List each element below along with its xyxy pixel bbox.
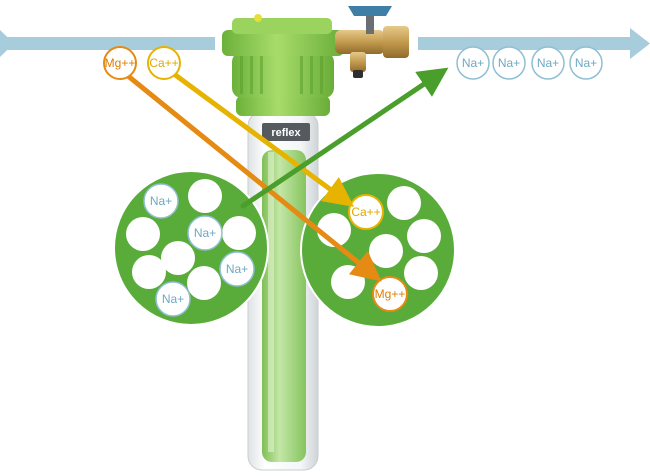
- left-ion-2: Na+: [219, 251, 255, 287]
- outgoing-ion-2: Na+: [531, 46, 565, 80]
- right-ion-ca: Ca++: [348, 194, 384, 230]
- filter-unit: [222, 6, 409, 471]
- resin-bead-right: Ca++ Mg++: [300, 172, 456, 328]
- svg-text:Mg++: Mg++: [375, 287, 406, 301]
- brand-logo: reflex: [262, 123, 310, 141]
- svg-text:Na+: Na+: [226, 262, 248, 276]
- resin-bead-left: Na+ Na+ Na+ Na+: [113, 170, 269, 326]
- brand-logo-text: reflex: [271, 127, 301, 139]
- left-ion-0: Na+: [143, 183, 179, 219]
- outgoing-ion-1: Na+: [492, 46, 526, 80]
- incoming-ion-ca: Ca++: [147, 46, 181, 80]
- svg-text:Na+: Na+: [498, 56, 520, 70]
- svg-text:Na+: Na+: [537, 56, 559, 70]
- svg-text:Ca++: Ca++: [351, 205, 380, 219]
- right-ion-mg: Mg++: [372, 276, 408, 312]
- mg-capture-arrow: [125, 73, 382, 282]
- outgoing-ion-3: Na+: [569, 46, 603, 80]
- svg-text:Ca++: Ca++: [149, 56, 178, 70]
- ca-capture-arrow: [171, 71, 355, 207]
- svg-text:Na+: Na+: [575, 56, 597, 70]
- svg-text:Mg++: Mg++: [105, 56, 136, 70]
- svg-text:Na+: Na+: [462, 56, 484, 70]
- svg-text:Na+: Na+: [194, 226, 216, 240]
- svg-text:Na+: Na+: [162, 292, 184, 306]
- na-release-arrow: [240, 67, 449, 209]
- svg-text:Na+: Na+: [150, 194, 172, 208]
- left-ion-1: Na+: [187, 215, 223, 251]
- left-ion-3: Na+: [155, 281, 191, 317]
- incoming-ion-mg: Mg++: [103, 46, 137, 80]
- outgoing-ion-0: Na+: [456, 46, 490, 80]
